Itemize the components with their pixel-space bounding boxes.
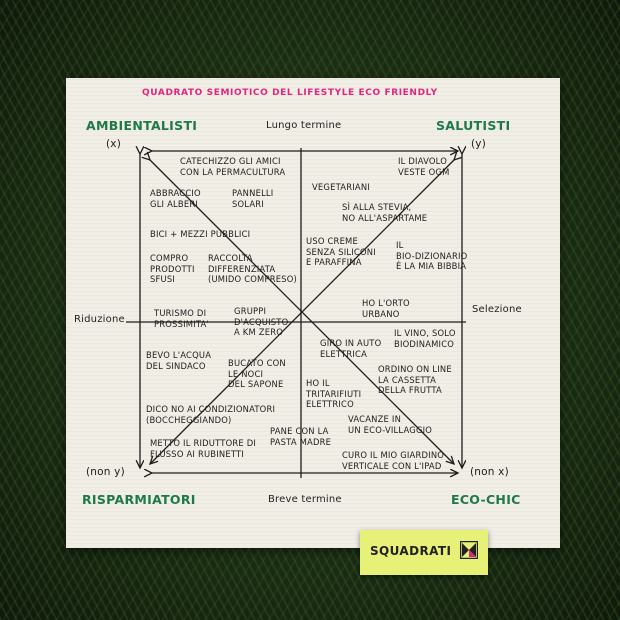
corner-salutisti: SALUTISTI: [436, 118, 511, 133]
corner-risparmiatori: RISPARMIATORI: [82, 492, 196, 507]
sticky-label: SQUADRATI: [370, 544, 452, 558]
corner-ambientalisti-sub: (x): [106, 138, 122, 150]
corner-risparmiatori-sub: (non y): [86, 466, 125, 478]
axis-lungo-termine: Lungo termine: [266, 120, 342, 131]
diagram-lines: [126, 78, 466, 478]
axis-breve-termine: Breve termine: [268, 494, 342, 505]
squadrati-logo-icon: [460, 541, 478, 559]
line-diagonal-2: [150, 160, 454, 464]
sticky-note: SQUADRATI: [360, 530, 488, 575]
corner-eco-chic-sub: (non x): [470, 466, 509, 478]
corner-salutisti-sub: (y): [471, 138, 487, 150]
diagram-title: QUADRATO SEMIOTICO DEL LIFESTYLE ECO FRI…: [142, 88, 438, 98]
corner-ambientalisti: AMBIENTALISTI: [86, 118, 198, 133]
axis-riduzione: Riduzione: [74, 314, 125, 325]
corner-eco-chic: ECO-CHIC: [451, 492, 521, 507]
axis-selezione: Selezione: [472, 304, 522, 315]
